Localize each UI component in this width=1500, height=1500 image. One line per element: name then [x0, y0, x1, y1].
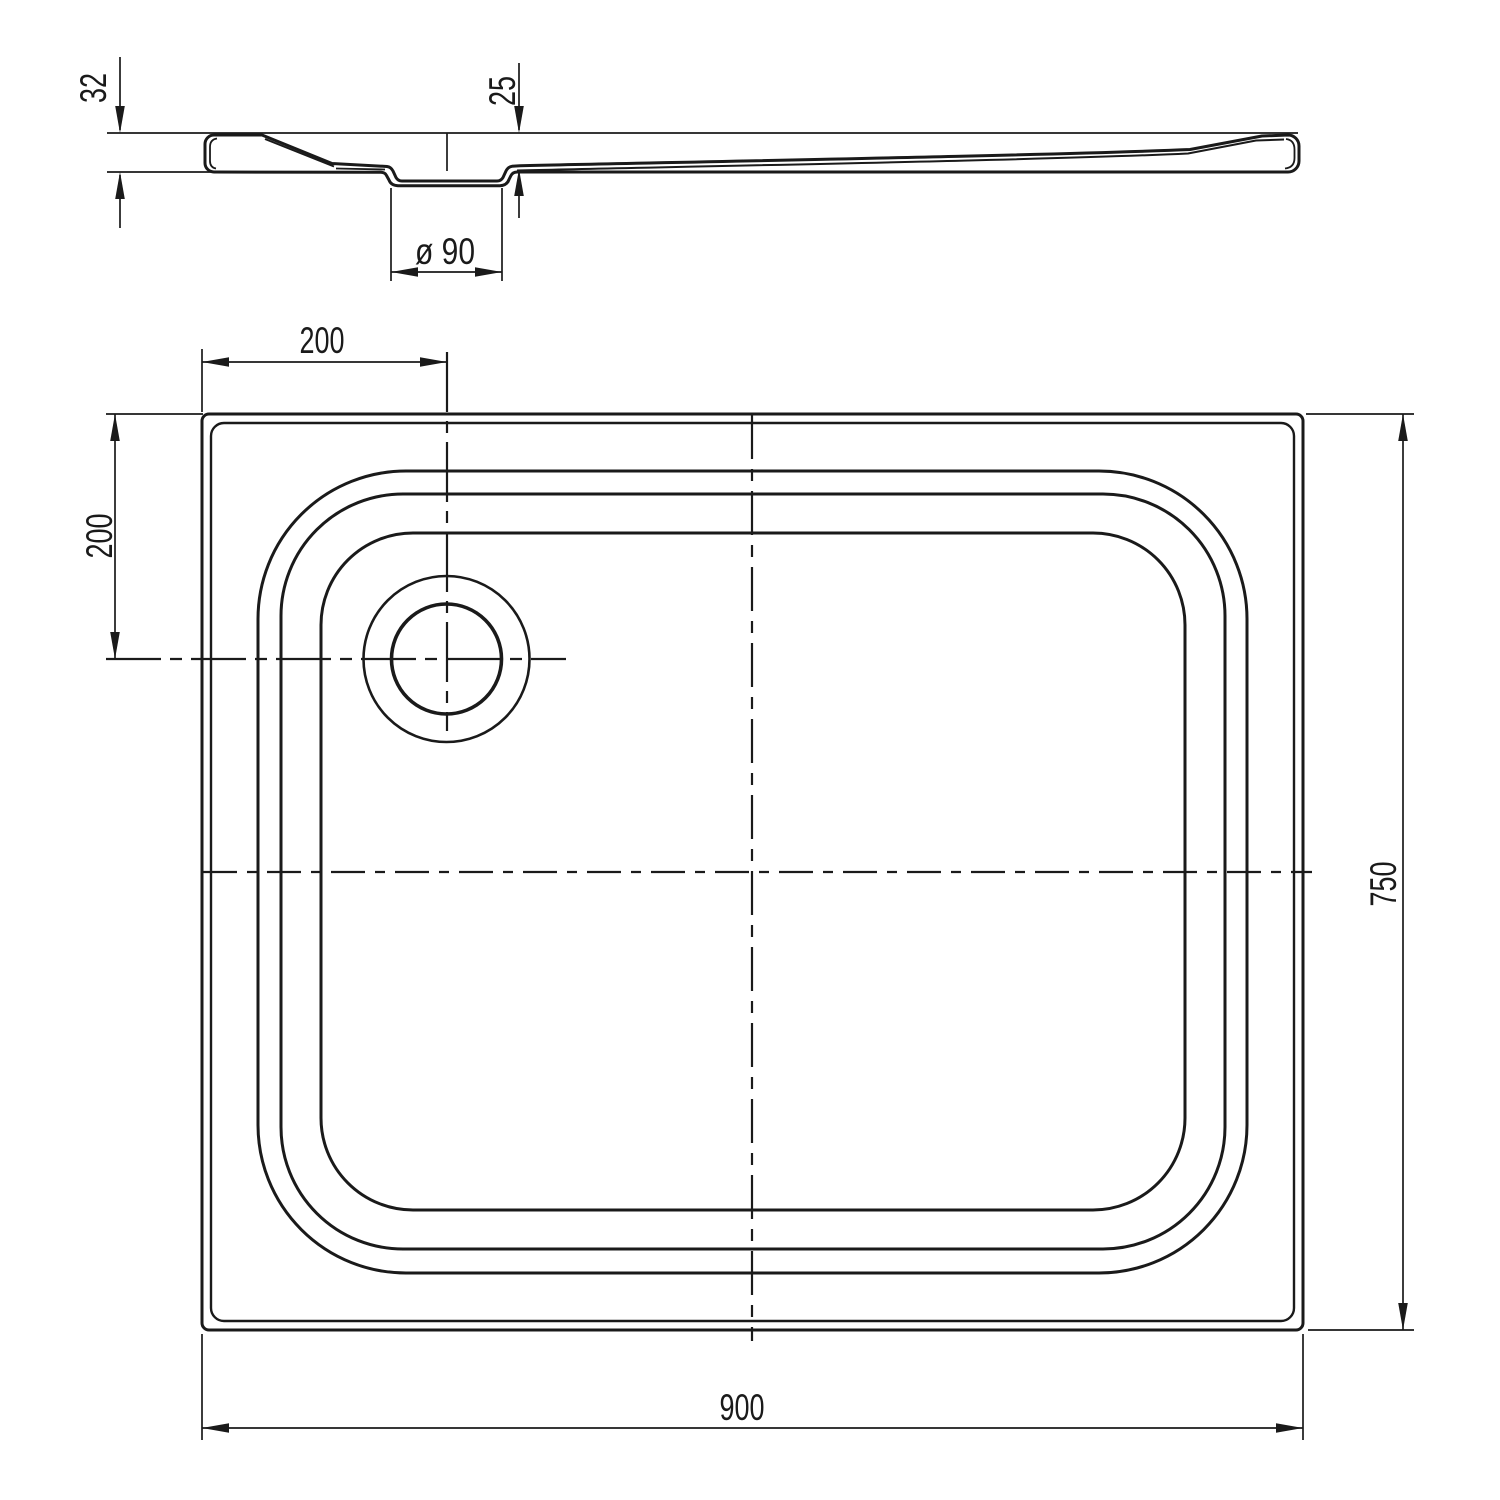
- dim-900-label: 900: [720, 1387, 765, 1428]
- dim-90-arrow-left: [391, 267, 418, 277]
- plan-view: 200 200 900 750: [79, 320, 1414, 1440]
- dimension-drain-offset-vertical: 200: [79, 413, 203, 659]
- dim-25-label: 25: [482, 76, 523, 106]
- section-view: 32 25 ø 90: [73, 57, 1301, 281]
- dim-200top-arrow-left: [202, 357, 229, 367]
- dim-750-arrow-down: [1398, 1303, 1408, 1330]
- dim-32-label: 32: [73, 73, 114, 103]
- section-slope-inner-line: [264, 138, 335, 168]
- dimension-drain-diameter: ø 90: [390, 188, 503, 281]
- dim-200left-arrow-up: [110, 414, 120, 441]
- dim-90-label: ø 90: [415, 231, 475, 272]
- dim-25-arrow-up: [514, 169, 524, 196]
- dim-200top-label: 200: [300, 320, 345, 361]
- dim-90-arrow-right: [475, 267, 502, 277]
- section-floor-sheet-inner-line: [516, 138, 1285, 172]
- dim-25-arrow-down: [514, 106, 524, 133]
- section-left-floor-inner-line: [335, 167, 386, 171]
- dim-200left-arrow-down: [110, 632, 120, 659]
- section-right-rim-inner-line: [1284, 138, 1296, 170]
- dimension-drain-offset-horizontal: 200: [201, 320, 447, 412]
- dim-750-label: 750: [1363, 862, 1404, 907]
- dimension-overall-width: 900: [201, 1334, 1304, 1440]
- dim-32-arrow-up: [115, 172, 125, 199]
- section-left-rim-inner-line: [209, 137, 218, 170]
- dimension-overall-depth: 750: [1306, 413, 1414, 1331]
- dim-900-arrow-right: [1276, 1423, 1303, 1433]
- dim-900-arrow-left: [202, 1423, 229, 1433]
- dim-200left-label: 200: [79, 514, 120, 559]
- dim-750-arrow-up: [1398, 414, 1408, 441]
- dim-200top-arrow-right: [420, 357, 447, 367]
- dimension-rim-height: 32: [73, 57, 125, 228]
- dimension-floor-depth: 25: [482, 63, 524, 218]
- section-profile-outline: [203, 133, 1301, 188]
- dim-32-arrow-down: [115, 106, 125, 133]
